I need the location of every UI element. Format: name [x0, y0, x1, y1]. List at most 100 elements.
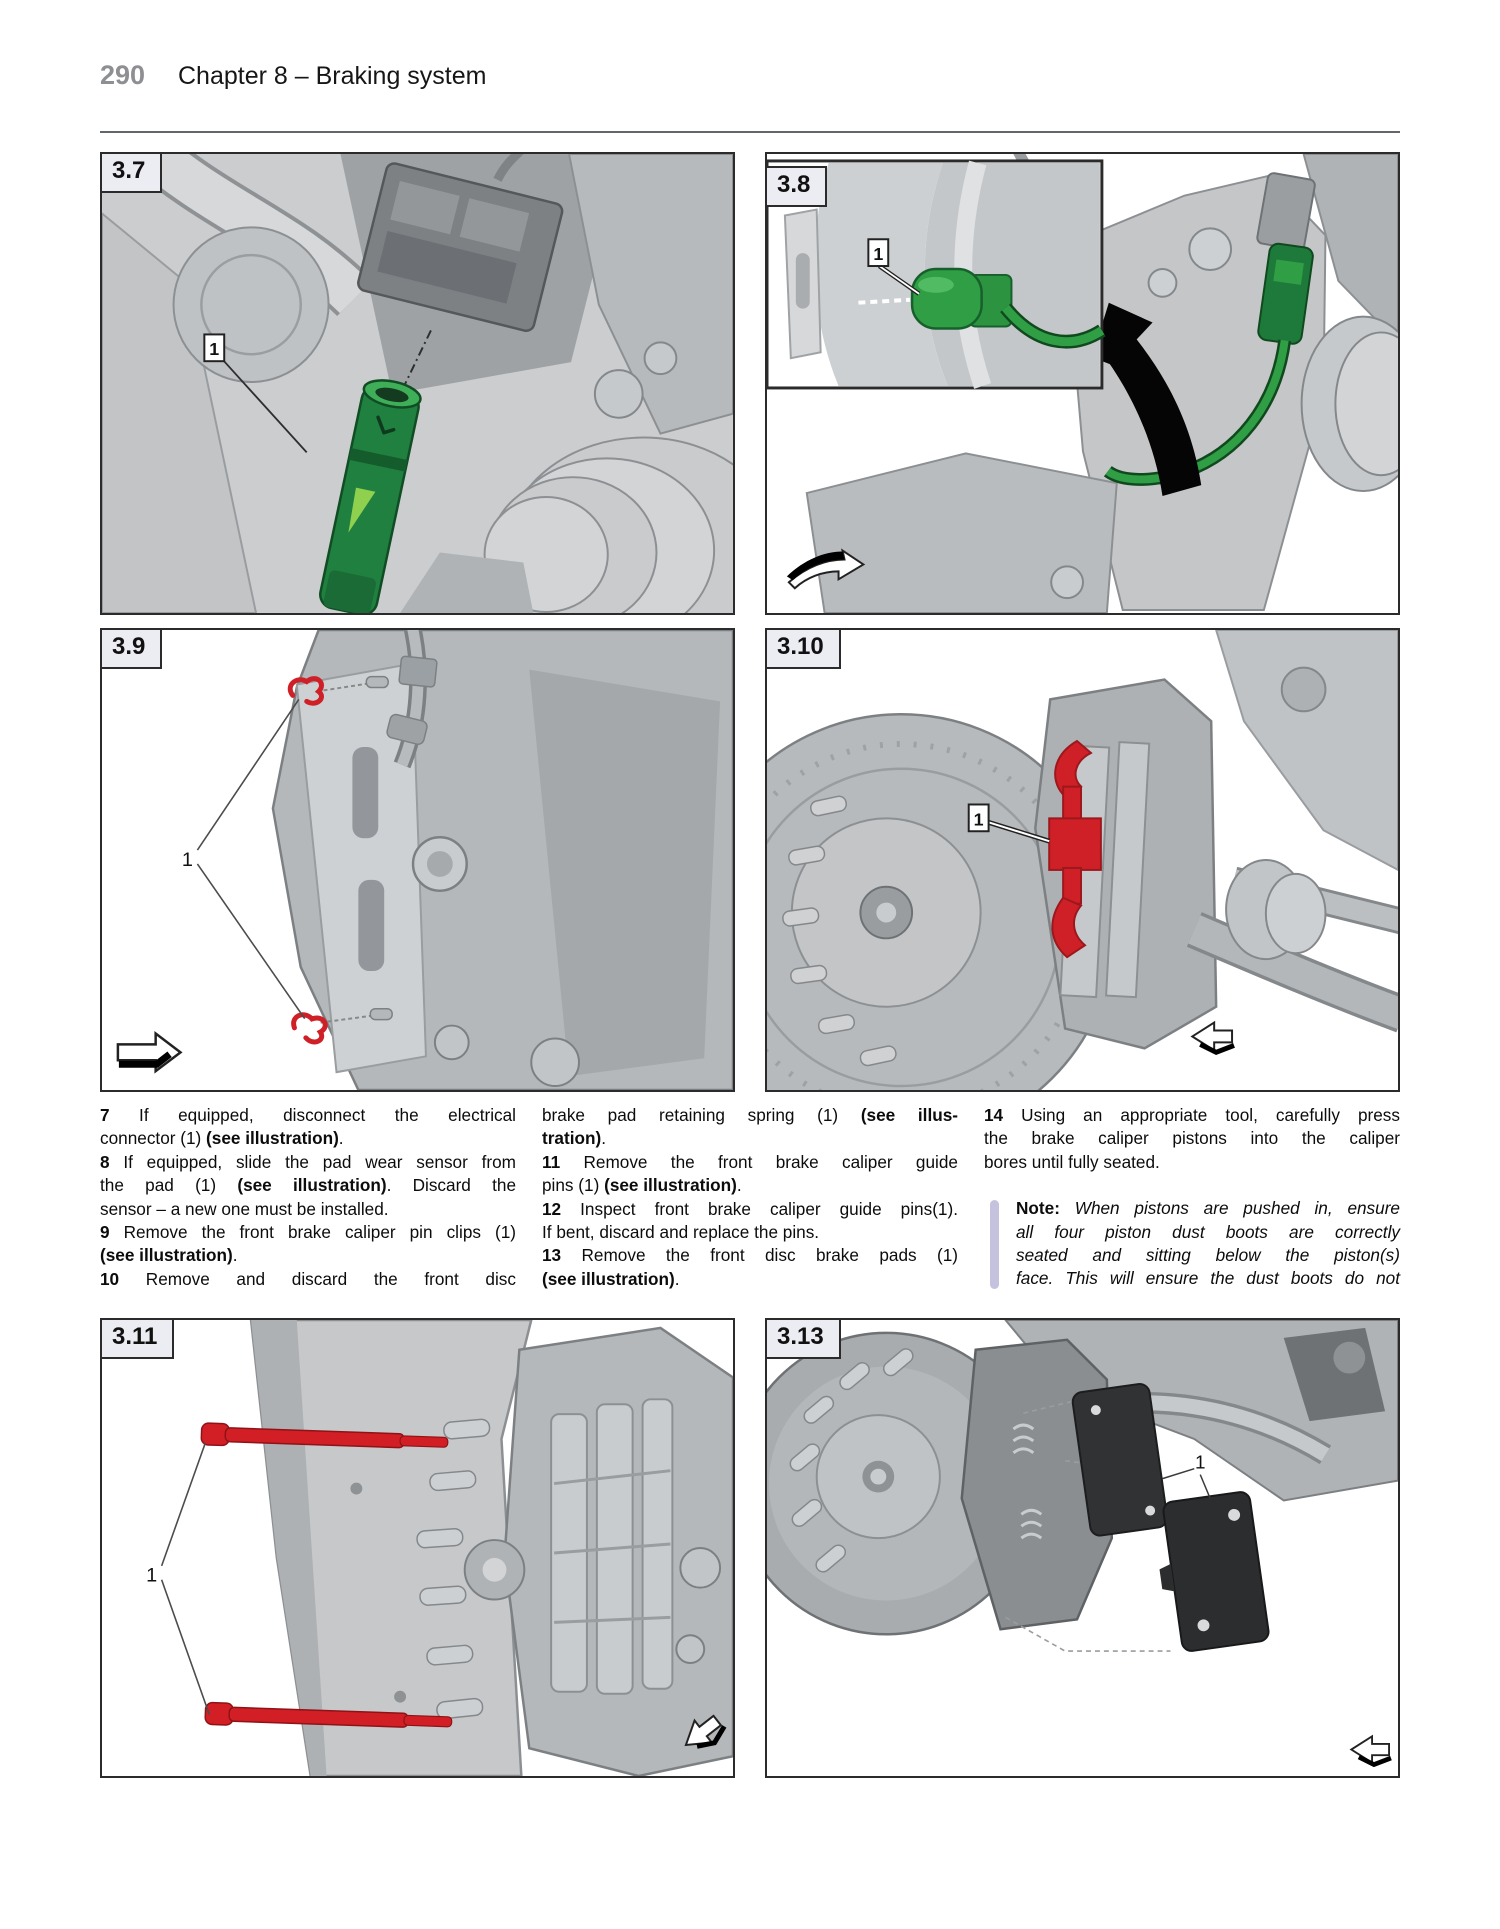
text-segment: 10: [100, 1268, 120, 1289]
direction-arrow-icon: [684, 1714, 727, 1749]
steps-block: brake pad retaining spring (1) (see illu…: [542, 1104, 958, 1291]
text-segment: tration): [542, 1128, 602, 1149]
steps-block: 14 Using an appropriate tool, carefully …: [984, 1104, 1400, 1174]
callout-number: 1: [182, 849, 193, 871]
callout-leader: [221, 358, 308, 453]
brake-pad-inner: [1071, 1383, 1169, 1537]
text-line: connector (1) (see illustration).: [100, 1127, 516, 1150]
figure-3-8-illustration: 1: [767, 154, 1398, 613]
text-line: tration).: [542, 1127, 958, 1150]
figure-label: 3.10: [765, 628, 841, 669]
direction-arrow-icon: [116, 1030, 183, 1074]
text-line: 13 Remove the front disc brake pads (1): [542, 1244, 958, 1267]
text-line: the pad (1) (see illustration). Discard …: [100, 1174, 516, 1197]
text-line: Note: When pistons are pushed in, ensure: [1016, 1197, 1400, 1220]
pin-clip-red-top: [287, 676, 324, 706]
text-segment: 14: [984, 1105, 1004, 1125]
text-segment: connector (1): [100, 1128, 207, 1149]
text-segment: bores until fully seated.: [984, 1151, 1160, 1172]
text-line: bores until fully seated.: [984, 1151, 1400, 1174]
text-segment: .: [736, 1175, 742, 1196]
text-segment: seated and sitting below the piston(s): [1016, 1245, 1400, 1266]
callout-1: 1: [867, 238, 921, 296]
text-line: brake pad retaining spring (1) (see illu…: [542, 1104, 958, 1127]
text-segment: all four piston dust boots are correctly: [1016, 1221, 1400, 1242]
text-line: 7 If equipped, disconnect the electrical: [100, 1104, 516, 1127]
callout-leader: [160, 1442, 207, 1567]
text-segment: (see illus-: [860, 1105, 958, 1125]
text-segment: 13: [542, 1245, 562, 1266]
header-rule: [100, 131, 1400, 133]
figure-label: 3.11: [100, 1318, 175, 1359]
callout-leader: [196, 863, 306, 1020]
figure-3-11: 3.11: [100, 1318, 735, 1778]
text-segment: 8: [100, 1151, 110, 1172]
figure-3-9-illustration: 1: [102, 630, 733, 1090]
figure-3-11-illustration: 1: [102, 1320, 733, 1776]
text-line: (see illustration).: [542, 1268, 958, 1291]
text-line: 12 Inspect front brake caliper guide pin…: [542, 1198, 958, 1221]
motion-arrow: [1091, 302, 1202, 497]
text-line: the brake caliper pistons into the calip…: [984, 1127, 1400, 1150]
figure-3-9: 3.9: [100, 628, 735, 1092]
steps-block: 7 If equipped, disconnect the electrical…: [100, 1104, 516, 1291]
callout-1: 1: [182, 698, 306, 1020]
text-segment: (see illustration): [206, 1128, 339, 1149]
figure-label: 3.9: [100, 628, 163, 669]
text-line: 8 If equipped, slide the pad wear sensor…: [100, 1151, 516, 1174]
text-segment: If equipped, slide the pad wear sensor f…: [109, 1151, 516, 1172]
inset-box: 1: [767, 159, 1106, 390]
wheel-studs: [782, 795, 897, 1067]
figure-3-8: 3.8: [765, 152, 1400, 615]
callout-number: 1: [873, 244, 883, 264]
wiring-connector-block: [357, 162, 564, 332]
text-segment: Remove and discard the front disc: [119, 1268, 516, 1289]
wheel-studs: [416, 1418, 491, 1720]
text-line: all four piston dust boots are correctly: [1016, 1221, 1400, 1244]
text-segment: .: [338, 1128, 344, 1149]
text-segment: . Discard the: [386, 1175, 517, 1196]
text-segment: Note:: [1016, 1198, 1075, 1219]
text-segment: If equipped, disconnect the electrical: [109, 1105, 516, 1125]
brake-pad-outer: [1159, 1491, 1270, 1652]
text-segment: Remove the front disc brake pads (1): [561, 1245, 958, 1266]
figure-3-10-illustration: 1: [767, 630, 1398, 1090]
cv-boot: [483, 436, 733, 613]
text-segment: Remove the front brake caliper guide: [560, 1151, 958, 1172]
text-segment: brake pad retaining spring (1): [542, 1105, 861, 1125]
figure-label: 3.13: [765, 1318, 841, 1359]
callout-number: 1: [146, 1565, 157, 1587]
sensor-connector: [1256, 172, 1316, 345]
text-segment: If bent, discard and replace the pins.: [542, 1222, 820, 1243]
text-segment: .: [601, 1128, 606, 1149]
direction-arrow-icon: [1190, 1020, 1235, 1056]
text-line: 9 Remove the front brake caliper pin cli…: [100, 1221, 516, 1244]
wear-sensor-green: [319, 379, 422, 613]
callout-number: 1: [974, 809, 984, 829]
callout-leader: [1199, 1474, 1211, 1499]
text-segment: the brake caliper pistons into the calip…: [984, 1128, 1400, 1149]
page-title: Chapter 8 – Braking system: [178, 62, 487, 90]
text-line: 14 Using an appropriate tool, carefully …: [984, 1104, 1400, 1127]
callout-1: 1: [146, 1442, 211, 1715]
text-segment: 9: [100, 1222, 110, 1243]
callout-1: 1: [203, 333, 308, 453]
text-segment: 7: [100, 1105, 110, 1125]
text-segment: pins (1): [542, 1175, 605, 1196]
callout-1: 1: [967, 803, 1050, 844]
text-line: If bent, discard and replace the pins.: [542, 1221, 958, 1244]
text-line: seated and sitting below the piston(s): [1016, 1244, 1400, 1267]
text-segment: .: [232, 1245, 238, 1266]
text-segment: Inspect front brake caliper guide pins(1…: [561, 1198, 958, 1219]
guide-pin-red-bottom: [204, 1701, 453, 1728]
figure-3-7-illustration: 1: [102, 154, 733, 613]
grommet-dash-line: [858, 297, 911, 305]
figure-label: 3.7: [100, 152, 163, 193]
figure-3-13: 3.13: [765, 1318, 1400, 1778]
text-segment: sensor – a new one must be installed.: [100, 1198, 389, 1219]
text-line: pins (1) (see illustration).: [542, 1174, 958, 1197]
direction-arrow-icon: [1349, 1734, 1392, 1768]
figure-3-7: 3.7: [100, 152, 735, 615]
text-line: (see illustration).: [100, 1244, 516, 1267]
